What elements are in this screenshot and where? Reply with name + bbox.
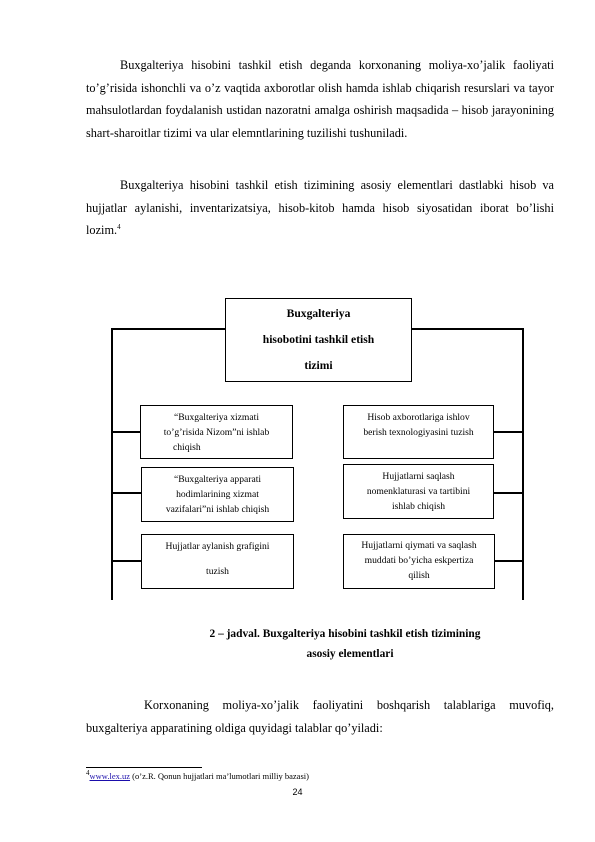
diagram-caption: 2 – jadval. Buxgalteriya hisobini tashki… <box>150 624 540 664</box>
left-connector-2 <box>112 492 142 494</box>
paragraph-2: Buxgalteriya hisobini tashkil etish tizi… <box>86 174 554 242</box>
footnote-reference[interactable]: 4 <box>117 223 121 232</box>
left-vertical-line <box>111 328 113 600</box>
main-title-line-3: tizimi <box>304 359 333 372</box>
diagram-main-box: Buxgalteriya hisobotini tashkil etish ti… <box>225 298 412 382</box>
right-vertical-line <box>522 328 524 600</box>
main-title-line-1: Buxgalteriya <box>286 307 351 320</box>
footnote-link[interactable]: www.lex.uz <box>89 771 131 781</box>
left-box-2-line-2: hodimlarining xizmat <box>176 489 259 500</box>
left-box-2-line-3: vazifalari”ni ishlab chiqish <box>165 504 270 515</box>
right-box-1-line-1: Hisob axborotlariga ishlov <box>367 412 470 423</box>
top-right-connector <box>411 328 524 330</box>
right-box-2-line-2: nomenklaturasi va tartibini <box>366 486 471 497</box>
diagram-left-box-2: “Buxgalteriya apparati hodimlarining xiz… <box>141 467 294 522</box>
diagram-left-box-1: “Buxgalteriya xizmati to’g’risida Nizom”… <box>140 405 293 459</box>
caption-line-2: asosiy elementlari <box>306 648 394 660</box>
left-connector-3 <box>112 560 142 562</box>
paragraph-1: Buxgalteriya hisobini tashkil etish dega… <box>86 58 554 140</box>
left-box-1-line-2: to’g’risida Nizom”ni ishlab <box>163 427 270 438</box>
diagram-left-box-3: Hujjatlar aylanish grafigini tuzish <box>141 534 294 589</box>
left-box-3-line-1: Hujjatlar aylanish grafigini <box>165 541 270 552</box>
right-connector-2 <box>493 492 523 494</box>
diagram-right-box-3: Hujjatlarni qiymati va saqlash muddati b… <box>343 534 495 589</box>
diagram-right-box-2: Hujjatlarni saqlash nomenklaturasi va ta… <box>343 464 494 519</box>
caption-line-1: 2 – jadval. Buxgalteriya hisobini tashki… <box>209 628 481 640</box>
paragraph-3: Korxonaning moliya-xo’jalik faoliyatini … <box>86 698 554 735</box>
right-box-3-line-2: muddati bo’yicha eskpertiza <box>364 555 474 566</box>
right-connector-3 <box>494 560 523 562</box>
right-box-2-line-3: ishlab chiqish <box>391 501 446 512</box>
left-box-3-line-2: tuzish <box>206 566 229 577</box>
left-box-1-line-3: chiqish <box>173 442 201 453</box>
footnote-divider <box>86 767 202 768</box>
left-box-1-line-1: “Buxgalteriya xizmati <box>174 412 259 423</box>
right-connector-1 <box>493 431 523 433</box>
left-box-2-line-1: “Buxgalteriya apparati <box>173 474 262 485</box>
footnote: 4www.lex.uz (o’z.R. Qonun hujjatlari ma’… <box>86 769 309 781</box>
top-left-connector <box>112 328 226 330</box>
right-box-3-line-1: Hujjatlarni qiymati va saqlash <box>361 540 477 551</box>
footnote-number: 4 <box>86 769 90 778</box>
footnote-text: (o’z.R. Qonun hujjatlari ma’lumotlari mi… <box>130 771 309 781</box>
right-box-3-line-3: qilish <box>408 570 430 581</box>
page-number: 24 <box>292 787 303 797</box>
paragraph-2-text: Buxgalteriya hisobini tashkil etish tizi… <box>86 178 554 238</box>
right-box-1-line-2: berish texnologiyasini tuzish <box>363 427 474 438</box>
right-box-2-line-1: Hujjatlarni saqlash <box>382 471 455 482</box>
diagram-right-box-1: Hisob axborotlariga ishlov berish texnol… <box>343 405 494 459</box>
main-title-line-2: hisobotini tashkil etish <box>262 333 375 346</box>
left-connector-1 <box>112 431 141 433</box>
